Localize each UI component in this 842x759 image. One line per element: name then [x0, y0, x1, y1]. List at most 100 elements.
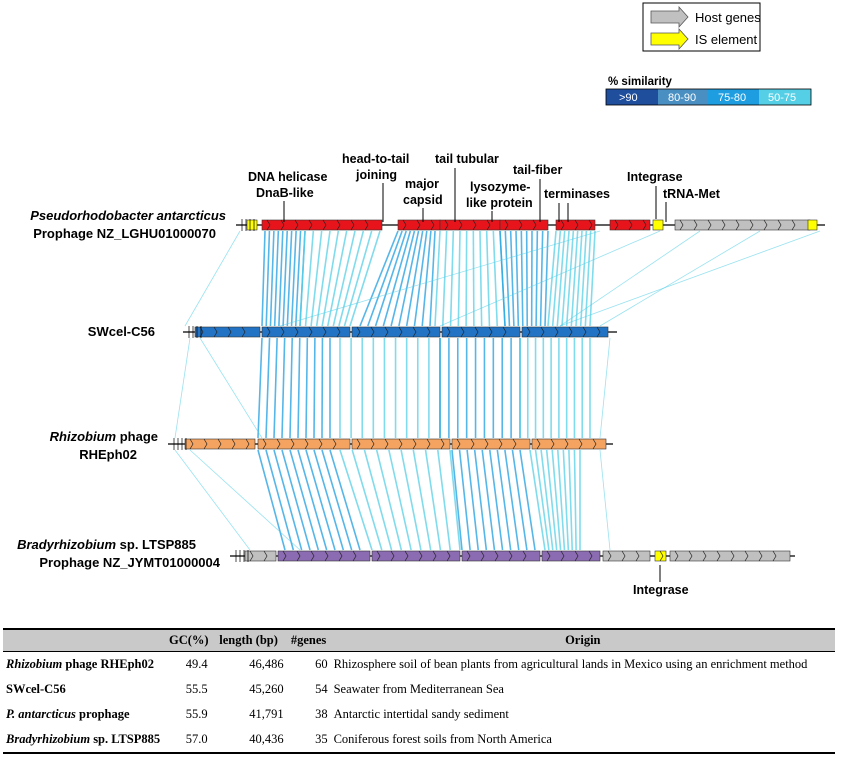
gene-arrow — [466, 550, 471, 562]
gene-arrow — [308, 326, 313, 338]
similarity-title: % similarity — [608, 76, 673, 88]
genome-4-name-italic: Bradyrhizobium — [17, 537, 116, 552]
similarity-link — [457, 230, 461, 327]
gene-arrow — [338, 550, 343, 562]
gene-arrow — [446, 550, 451, 562]
gene-arrow — [522, 550, 527, 562]
gene-arrow — [203, 438, 208, 450]
similarity-link — [281, 337, 286, 439]
table-row: P. antarcticus prophage 55.9 41,791 38 A… — [3, 702, 835, 727]
gene-block — [499, 219, 549, 231]
gene-arrow — [758, 550, 763, 562]
gene-arrow — [227, 326, 232, 338]
gene-arrow — [693, 219, 698, 231]
gene-block — [541, 550, 601, 562]
gene-arrow — [560, 550, 565, 562]
genome-1-name-line1: Pseudorhodobacter antarcticus — [30, 208, 226, 223]
gene-arrow — [702, 550, 707, 562]
genome-4-name-line1: Bradyrhizobium sp. LTSP885 — [17, 537, 196, 552]
gene-arrow — [484, 438, 489, 450]
similarity-link — [561, 230, 570, 327]
similarity-link — [269, 230, 275, 327]
similarity-link — [273, 337, 278, 439]
gene-block — [277, 550, 371, 562]
similarity-link — [374, 230, 407, 327]
similarity-link — [441, 230, 448, 327]
gene-arrow — [402, 219, 407, 231]
gene-arrow — [426, 438, 431, 450]
similarity-link — [551, 230, 562, 327]
similarity-link — [529, 449, 546, 551]
similarity-link — [565, 230, 575, 327]
host-gene-swatch — [650, 5, 689, 29]
gene-block — [257, 438, 351, 450]
header-gc: GC(%) — [167, 628, 211, 652]
gene-arrow — [324, 550, 329, 562]
similarity-link — [265, 449, 295, 551]
similarity-link — [413, 230, 428, 327]
label-dna-helicase-2: DnaB-like — [256, 186, 314, 200]
gene-arrow — [707, 219, 712, 231]
gene-arrow — [550, 438, 555, 450]
genome-tracks — [168, 219, 825, 562]
similarity-link — [351, 449, 383, 551]
gene-block — [261, 326, 351, 338]
gene-arrow — [588, 550, 593, 562]
similarity-link — [332, 230, 356, 327]
genome-track-3 — [168, 438, 613, 450]
similarity-link — [189, 449, 301, 551]
sim-label-75-80: 75-80 — [718, 92, 746, 104]
gene-arrow — [444, 219, 449, 231]
similarity-link — [556, 230, 566, 327]
host-genes-label: Host genes — [695, 10, 761, 25]
row-origin: Coniferous forest soils from North Ameri… — [330, 727, 835, 754]
similarity-link — [473, 449, 488, 551]
gene-block — [555, 219, 596, 231]
label-tail-tubular: tail tubular — [435, 152, 499, 166]
gene-arrow — [245, 438, 250, 450]
similarity-link — [305, 449, 336, 551]
gene-arrow — [440, 438, 445, 450]
gene-block — [194, 326, 261, 338]
similarity-link — [579, 230, 588, 327]
similarity-link — [289, 337, 294, 439]
similarity-link — [488, 449, 504, 551]
gene-arrow — [282, 550, 287, 562]
label-major-capsid-2: capsid — [403, 193, 443, 207]
gene-arrow — [721, 219, 726, 231]
row-genes: 54 — [315, 682, 328, 696]
gene-block — [261, 219, 383, 231]
gene-arrow — [494, 550, 499, 562]
similarity-link — [551, 449, 562, 551]
similarity-link — [281, 449, 311, 551]
gene-arrow — [432, 550, 437, 562]
similarity-link — [359, 230, 399, 327]
sim-bin-50-75 — [759, 89, 811, 105]
similarity-link — [540, 449, 554, 551]
similarity-link — [509, 230, 515, 327]
genome-4-name-line2: Prophage NZ_JYMT01000004 — [39, 555, 220, 570]
similarity-link — [321, 449, 353, 551]
label-integrase-bottom: Integrase — [633, 583, 689, 597]
similarity-link — [479, 230, 483, 327]
row-origin: Seawater from Mediterranean Sea — [333, 682, 504, 696]
genome-2-name: SWcel-C56 — [88, 324, 155, 339]
gene-arrow — [564, 438, 569, 450]
similarity-link — [412, 449, 432, 551]
gene-arrow — [296, 550, 301, 562]
similarity-link — [363, 449, 393, 551]
gene-arrow — [412, 438, 417, 450]
gene-arrow — [679, 219, 684, 231]
gene-arrow — [532, 219, 537, 231]
gene-arrow — [730, 550, 735, 562]
similarity-link — [559, 230, 701, 327]
gene-arrow — [488, 326, 493, 338]
gene-arrow — [749, 219, 754, 231]
similarity-link — [265, 337, 271, 439]
label-head-to-tail-1: head-to-tail — [342, 152, 409, 166]
similarity-link — [375, 449, 403, 551]
row-name-italic: P. antarcticus — [6, 707, 76, 721]
similarity-link — [310, 230, 323, 327]
similarity-link — [519, 449, 536, 551]
header-origin: Origin — [330, 628, 835, 652]
